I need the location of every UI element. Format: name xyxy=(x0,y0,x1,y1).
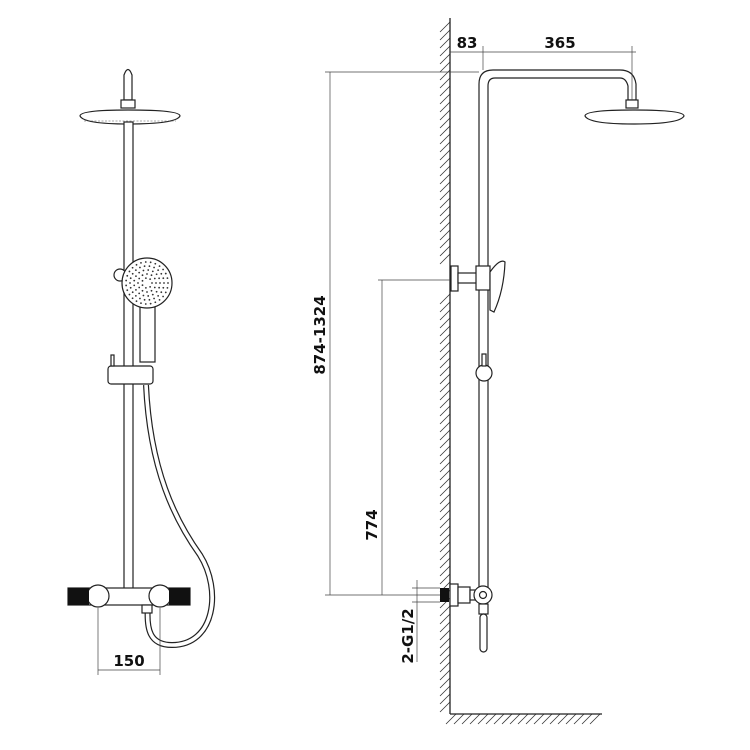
front-view: 150 xyxy=(67,68,216,675)
front-top-connector xyxy=(123,68,133,101)
side-inlet-thread xyxy=(440,588,449,602)
side-inlet-nut xyxy=(457,586,471,604)
side-slider-pin xyxy=(481,353,487,367)
dim-bracket-height: 774 xyxy=(363,509,381,540)
wall-hatching xyxy=(439,21,601,725)
side-outlet-nut xyxy=(478,603,489,615)
side-head-nut xyxy=(625,99,639,109)
front-riser-rod xyxy=(123,121,134,591)
front-slider xyxy=(107,365,154,385)
side-slider-knob xyxy=(475,364,493,382)
side-wall-bracket xyxy=(457,272,479,284)
dim-arm-length: 365 xyxy=(544,34,575,52)
front-handle-left xyxy=(68,588,89,605)
side-inlet-flange xyxy=(449,583,459,607)
front-hand-shower-nozzles xyxy=(125,261,169,305)
side-wall-flange xyxy=(450,265,459,292)
front-mixer-knob-right xyxy=(148,584,172,608)
side-hand-shower xyxy=(489,260,506,313)
front-hand-shower-head xyxy=(121,257,173,309)
side-outlet-pipe xyxy=(479,613,488,653)
front-hose-connector xyxy=(141,604,153,614)
front-slider-knob xyxy=(110,354,115,367)
front-hand-shower-handle xyxy=(139,304,156,363)
dim-height-range: 874-1324 xyxy=(311,295,329,374)
front-overhead-shower-head xyxy=(79,109,181,125)
side-bracket-holder xyxy=(475,265,491,291)
front-handle-right xyxy=(169,588,190,605)
side-riser-and-arm xyxy=(478,69,637,591)
dim-mixer-spacing: 150 xyxy=(113,652,144,670)
front-mixer-knob-left xyxy=(86,584,110,608)
dim-inlet-thread: 2-G1/2 xyxy=(399,608,417,663)
side-overhead-shower-head xyxy=(584,109,685,125)
dim-wall-offset: 83 xyxy=(457,34,478,52)
side-view: 83 365 874-1324 774 2-G1/2 xyxy=(311,18,685,725)
front-head-nut xyxy=(120,99,136,109)
